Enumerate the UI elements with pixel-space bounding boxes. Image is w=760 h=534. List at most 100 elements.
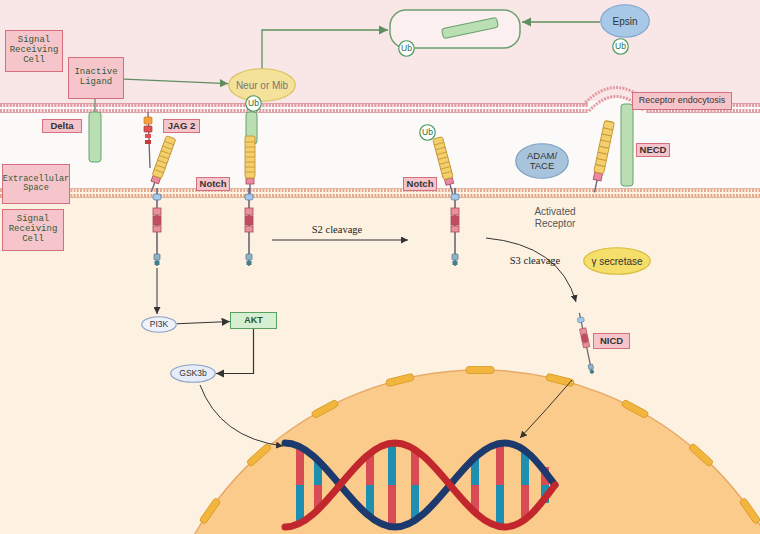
node-shape — [601, 5, 650, 38]
ligand-link — [94, 99, 95, 112]
node-outline — [583, 247, 651, 275]
annotation-text: S3 cleavage — [500, 255, 570, 267]
region-label-box: Extracellular Space — [2, 164, 70, 204]
annotation-text: Activated Receptor — [524, 206, 586, 229]
pathway-arrow — [157, 268, 158, 314]
molecule-label-box: Receptor endocytosis — [632, 92, 732, 110]
protein-ellipse: Epsin — [600, 4, 650, 38]
membrane-bulge — [589, 97, 644, 112]
pathway-arrow — [522, 21, 600, 22]
endocytic-pit — [589, 98, 644, 114]
node-outline — [419, 124, 436, 141]
membrane-lipids — [0, 194, 760, 197]
node-text: Ub — [248, 99, 259, 108]
node-text: Receptor endocytosis — [639, 96, 726, 106]
cleavage-arrow — [486, 238, 576, 302]
node-outline — [245, 95, 262, 112]
node-text: AKT — [244, 316, 263, 326]
node-outline — [515, 143, 569, 179]
endocytic-vesicle — [390, 10, 520, 48]
molecule-label-box: Delta — [42, 119, 82, 133]
jag2-segment — [145, 134, 151, 138]
node-text: ADAM/ TACE — [515, 151, 569, 172]
base-pair — [296, 447, 304, 485]
delta-ligand — [89, 112, 101, 162]
kinase-ellipse: PI3K — [141, 316, 177, 333]
kinase-ellipse: GSK3b — [170, 364, 216, 383]
node-shape — [420, 125, 436, 141]
membrane-line — [0, 188, 760, 189]
node-text: NICD — [600, 336, 623, 346]
dna-strand — [285, 443, 555, 527]
notch-extracellular-domain — [433, 137, 458, 196]
node-outline — [612, 38, 629, 55]
node-text: Inactive Ligand — [70, 68, 122, 88]
molecule-label-box: JAG 2 — [163, 119, 200, 133]
jag2-segment — [144, 126, 152, 132]
pathway-connector — [216, 329, 254, 374]
node-outline — [600, 4, 650, 38]
pathway-arrow — [520, 380, 572, 438]
node-shape — [142, 317, 177, 333]
node-text: Extracellular Space — [3, 175, 69, 194]
node-text: Signal Receiving Cell — [7, 36, 61, 66]
enzyme-ellipse: ADAM/ TACE — [515, 143, 569, 179]
notch-extracellular-domain — [245, 136, 255, 194]
node-text: PI3K — [150, 320, 168, 329]
nuclear-pore — [739, 498, 760, 525]
node-text: NECD — [640, 145, 667, 155]
node-outline — [228, 68, 296, 102]
node-shape — [246, 96, 262, 112]
node-outline — [398, 40, 415, 57]
nuclear-pore — [199, 498, 221, 525]
node-text: Notch — [407, 179, 434, 189]
nuclear-pore — [688, 443, 713, 467]
ubiquitin-circle: Ub — [398, 40, 415, 57]
ubiquitin-circle: Ub — [419, 124, 436, 141]
node-text: GSK3b — [179, 369, 206, 378]
node-outline — [170, 364, 216, 383]
notch-extracellular-domain — [590, 120, 615, 193]
cleavage-arrow — [272, 240, 408, 241]
node-text: Delta — [50, 121, 73, 131]
node-text: Neur or Mib — [236, 80, 288, 91]
node-text: Ub — [615, 42, 626, 51]
node-text: Signal Receiving Cell — [4, 215, 62, 245]
node-text: γ secretase — [591, 256, 642, 267]
jag2-segment — [144, 117, 152, 124]
region-label-box: Signal Receiving Cell — [2, 209, 64, 251]
node-shape — [171, 365, 216, 383]
endocytosed-ligand — [621, 104, 633, 186]
node-shape — [516, 144, 569, 179]
region-label-box: Inactive Ligand — [68, 57, 124, 99]
extracellular-region — [0, 106, 760, 192]
node-text: Notch — [200, 179, 227, 189]
membrane-lipids — [0, 189, 760, 192]
sending-cell-region — [0, 0, 760, 106]
molecule-label-box: Notch — [196, 177, 230, 191]
node-shape — [613, 39, 629, 55]
pathway-connector — [177, 321, 230, 323]
nuclear-pore — [621, 399, 649, 418]
node-shape — [584, 248, 651, 275]
notch-intracellular-domain — [451, 188, 459, 266]
molecule-label-box: NECD — [636, 143, 670, 157]
region-label-box: Signal Receiving Cell — [5, 30, 63, 72]
nucleus — [150, 370, 760, 534]
notch-extracellular-domain — [147, 136, 176, 194]
base-pair — [296, 485, 304, 523]
pathway-arrow — [262, 30, 388, 70]
node-text: Epsin — [612, 16, 637, 27]
membrane-line — [0, 197, 760, 198]
node-shape — [229, 69, 296, 102]
ubiquitin-circle: Ub — [612, 38, 629, 55]
dna-strand — [285, 443, 555, 527]
nuclear-pore — [246, 443, 271, 467]
base-pair — [496, 443, 504, 485]
internalized-ligand — [442, 17, 499, 38]
